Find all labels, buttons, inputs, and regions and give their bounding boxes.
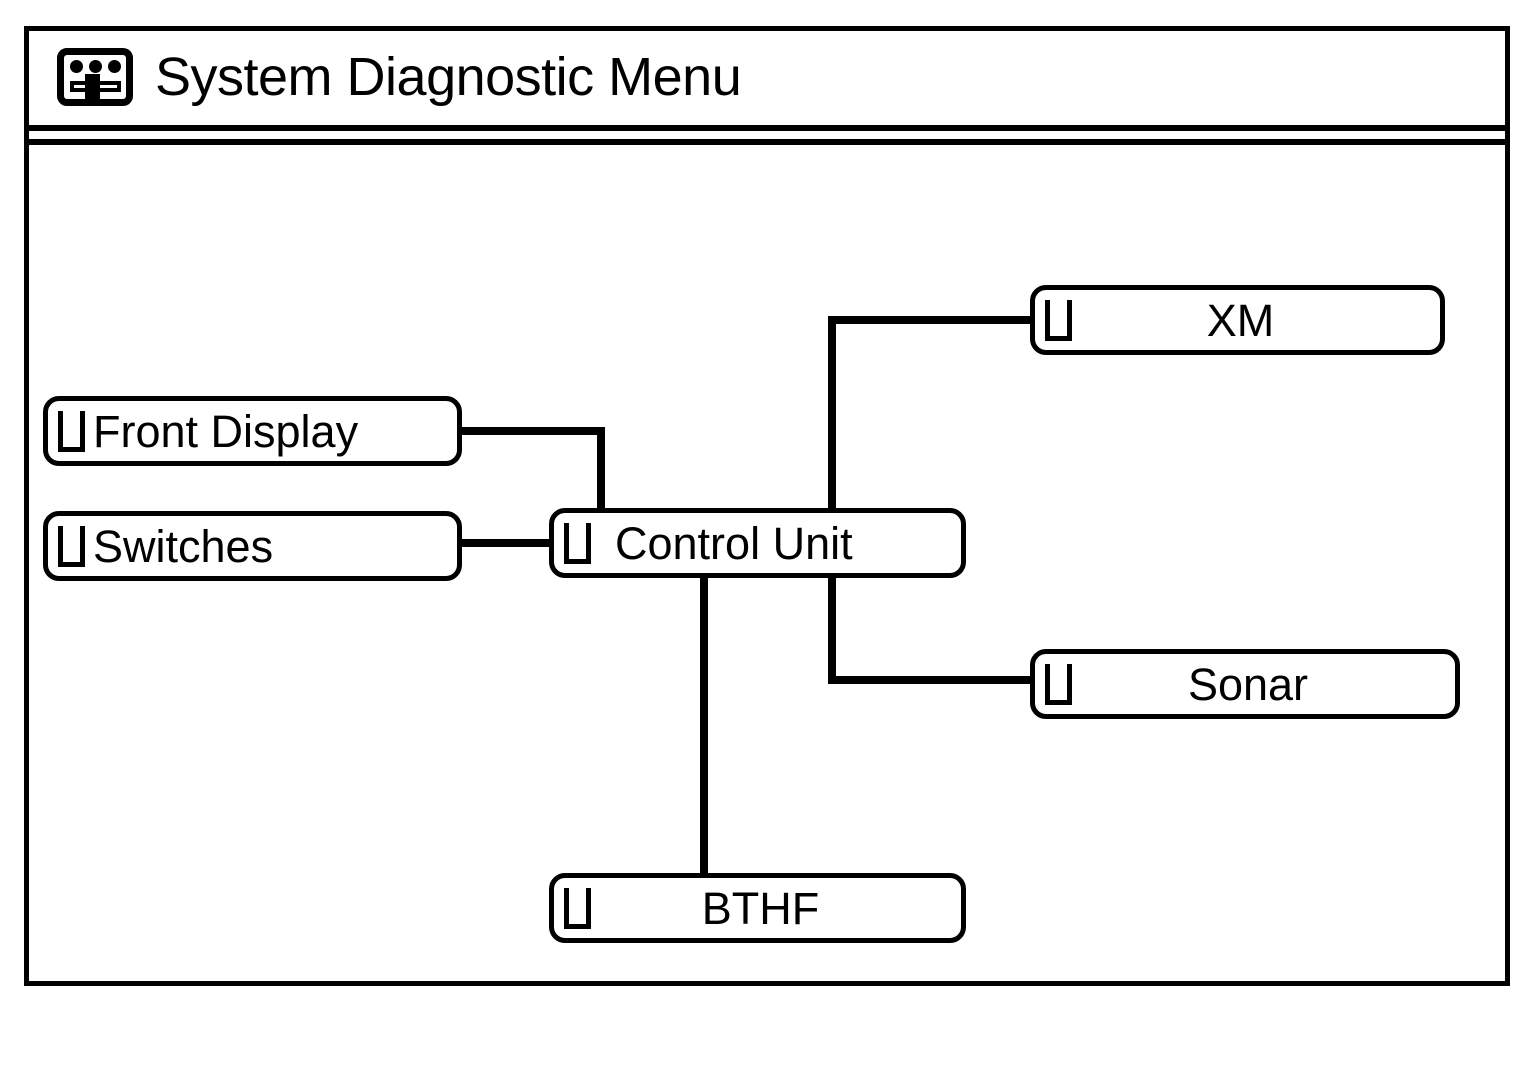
module-icon [58, 525, 85, 567]
node-switches[interactable]: Switches [43, 511, 462, 581]
node-sonar[interactable]: Sonar [1030, 649, 1460, 719]
module-icon [564, 887, 591, 929]
node-xm[interactable]: XM [1030, 285, 1445, 355]
edge-control-unit-to-sonar-horizontal [828, 676, 1036, 684]
module-icon [564, 522, 591, 564]
node-xm-label: XM [1206, 294, 1275, 346]
title-separator-top [29, 125, 1505, 131]
edge-switches-to-control-unit [457, 539, 555, 547]
diagram-canvas: Front Display Switches Control Unit XM S… [29, 145, 1505, 981]
sliders-icon-dot-2 [89, 59, 102, 73]
edge-control-unit-to-xm-horizontal [828, 316, 1036, 324]
edge-control-unit-to-bthf [700, 573, 708, 878]
node-control-unit[interactable]: Control Unit [549, 508, 966, 578]
edge-front-display-to-control-unit-vertical [597, 427, 605, 512]
title-bar: System Diagnostic Menu [24, 26, 1510, 127]
title-separator-bottom [29, 139, 1505, 145]
node-front-display[interactable]: Front Display [43, 396, 462, 466]
page-title: System Diagnostic Menu [155, 46, 742, 107]
sliders-icon-dot-3 [108, 59, 121, 73]
window-frame [24, 26, 1510, 986]
node-switches-label: Switches [93, 520, 274, 572]
module-icon [1045, 663, 1072, 705]
module-icon [58, 410, 85, 452]
node-bthf-label: BTHF [701, 882, 820, 934]
sliders-icon-dot-1 [70, 59, 83, 73]
sliders-icon-knob [85, 73, 100, 99]
edge-front-display-to-control-unit-horizontal [457, 427, 605, 435]
node-sonar-label: Sonar [1187, 658, 1309, 710]
node-control-unit-label: Control Unit [615, 517, 853, 569]
sliders-icon [57, 47, 133, 106]
edge-control-unit-trunk-vertical [828, 316, 836, 684]
module-icon [1045, 299, 1072, 341]
node-front-display-label: Front Display [93, 405, 359, 457]
node-bthf[interactable]: BTHF [549, 873, 966, 943]
